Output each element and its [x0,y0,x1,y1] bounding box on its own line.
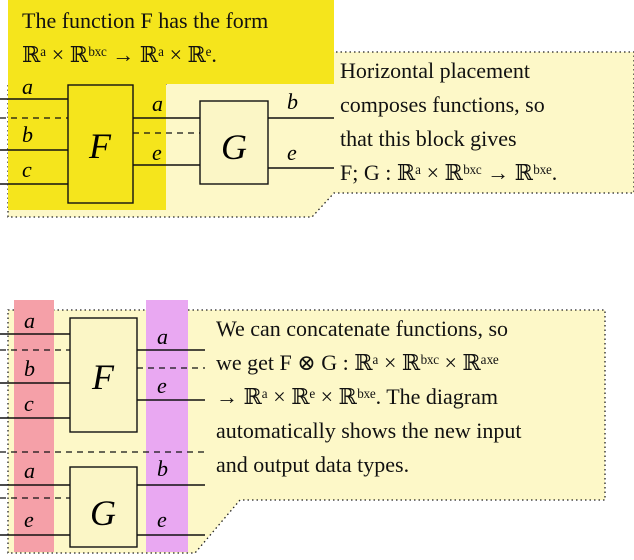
top-block-f [67,84,134,204]
top-out-label-e: e [287,140,297,165]
bottom-output-wires [137,349,205,536]
top-mid-label-a: a [152,91,163,116]
top-note-line1: The function F has the form [22,8,269,33]
bottom-caption-line4: automatically shows the new input [216,418,522,443]
top-caption: Horizontal placement composes functions,… [340,54,557,190]
bottom-caption-line1: We can concatenate functions, so [216,316,509,341]
bottom-block-f-label: F [91,357,115,397]
bottom-output-band [146,300,188,552]
top-in-label-a: a [22,74,33,99]
top-block-g-label: G [221,127,247,167]
bottom-input-band [14,300,54,552]
top-in-label-c: c [22,157,32,182]
bottom-input-separators [0,349,205,499]
bottom-caption-line5: and output data types. [216,452,410,477]
bottom-block-g-label: G [90,493,116,533]
bottom-block-f [69,317,138,433]
bottom-caption: We can concatenate functions, so we get … [216,312,522,482]
bottom-in-label-c: c [24,391,34,416]
bottom-block-g [69,466,138,548]
top-out-label-b: b [287,89,298,114]
bottom-in-label-a: a [24,308,35,333]
top-caption-line2: composes functions, so [340,92,545,117]
top-caption-line3: that this block gives [340,126,517,151]
top-mid-wires [133,117,200,166]
bottom-out-label-b: b [157,456,168,481]
bottom-out-label-e2: e [157,507,167,532]
bottom-in-label-e: e [24,507,34,532]
bottom-caption-line3: → ℝᵃ × ℝᵉ × ℝᵇˣᵉ. The diagram [216,384,499,409]
top-caption-line4: F; G : ℝᵃ × ℝᵇˣᶜ → ℝᵇˣᵉ. [340,160,558,185]
top-note-text: The function F has the form ℝᵃ × ℝᵇˣᶜ → … [22,4,268,72]
top-output-wires [268,117,334,169]
top-block-g [199,100,269,185]
top-caption-line1: Horizontal placement [340,58,530,83]
top-note-line2: ℝᵃ × ℝᵇˣᶜ → ℝᵃ × ℝᵉ. [22,42,217,67]
bottom-in-label-a2: a [24,458,35,483]
top-input-wires [0,98,68,185]
top-block-f-label: F [88,126,112,166]
bottom-in-label-b: b [24,356,35,381]
bottom-caption-line2: we get F ⊗ G : ℝᵃ × ℝᵇˣᶜ × ℝᵃˣᵉ [216,350,499,375]
bottom-out-label-a: a [157,324,168,349]
top-in-label-b: b [22,122,33,147]
top-mid-label-e: e [152,140,162,165]
bottom-out-label-e: e [157,373,167,398]
bottom-input-wires [0,333,70,536]
